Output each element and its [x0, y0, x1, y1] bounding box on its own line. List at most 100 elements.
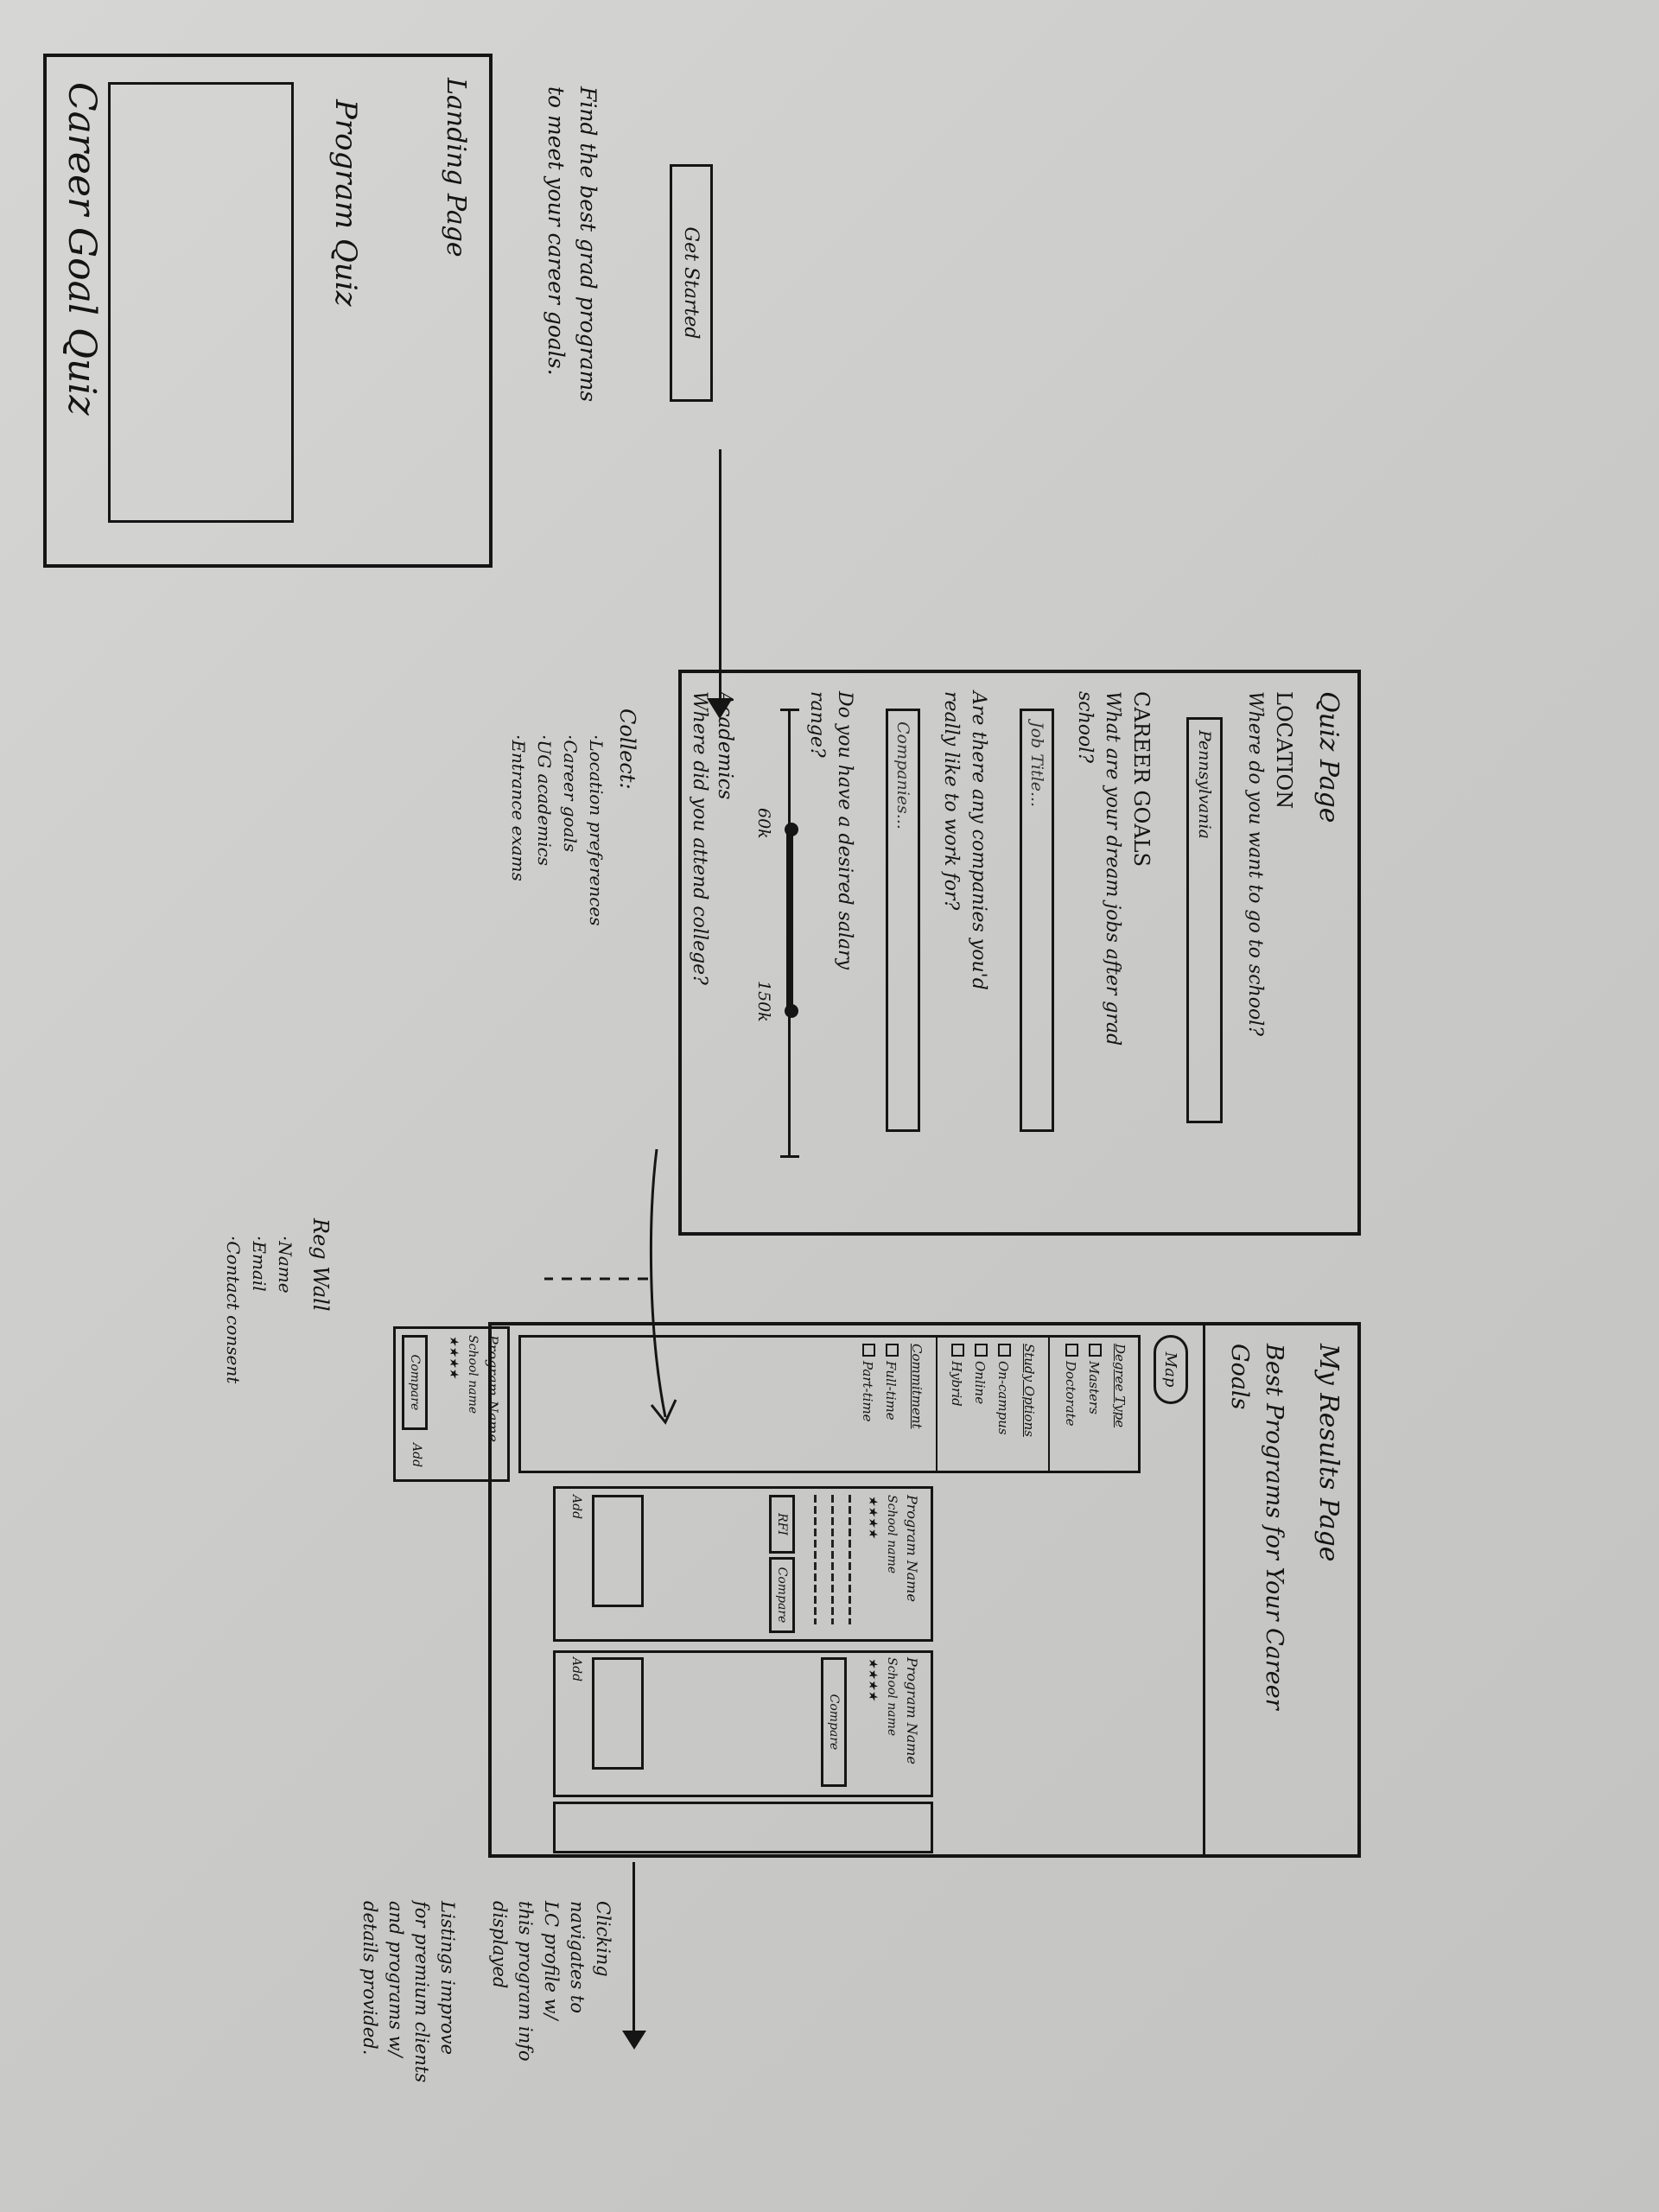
- filter-option-label: Hybrid: [949, 1361, 964, 1407]
- landing-tagline-line1: Find the best grad programs: [575, 86, 601, 403]
- filter-option-part-time[interactable]: Part-time: [860, 1344, 875, 1422]
- reg-wall-heading: Reg Wall: [308, 1218, 333, 1312]
- filter-option-label: Online: [972, 1361, 988, 1405]
- collect-item-academics: ·UG academics: [534, 734, 555, 867]
- filter-option-hybrid[interactable]: Hybrid: [949, 1344, 964, 1407]
- note-clicking-line3: LC profile w/: [541, 1901, 562, 2020]
- checkbox[interactable]: [998, 1344, 1011, 1357]
- arrow-quiz-to-results: [544, 1148, 677, 1425]
- arrow-head: [650, 1399, 677, 1425]
- salary-slider-range: [786, 830, 793, 1011]
- card-2-school-photo: [592, 1657, 644, 1770]
- collect-heading: Collect:: [615, 709, 639, 790]
- academics-question: Where did you attend college?: [689, 691, 710, 985]
- filter-option-on-campus[interactable]: On-campus: [995, 1344, 1011, 1435]
- filter-option-online[interactable]: Online: [972, 1344, 988, 1404]
- checkbox[interactable]: [975, 1344, 988, 1357]
- card-1-add-label[interactable]: Add: [569, 1495, 583, 1520]
- result-card-3-outline: [393, 1326, 510, 1482]
- get-started-button[interactable]: Get Started: [670, 164, 713, 402]
- salary-min-handle[interactable]: [785, 823, 798, 836]
- note-clicking-line2: navigates to: [567, 1901, 588, 2013]
- location-input[interactable]: Pennsylvania: [1186, 717, 1223, 1123]
- collect-item-career: ·Career goals: [560, 734, 581, 853]
- card-2-program-name: Program Name: [904, 1657, 920, 1764]
- arrow-card-to-profile: [632, 1862, 635, 2044]
- card-2-compare-button[interactable]: Compare: [821, 1657, 847, 1787]
- card-2-compare-label: Compare: [827, 1694, 841, 1751]
- card-2-school-name: School name: [885, 1657, 899, 1737]
- location-question: Where do you want to go to school?: [1244, 691, 1266, 1037]
- card-1-description-line: [831, 1495, 834, 1624]
- card-1-compare-button[interactable]: Compare: [769, 1557, 795, 1633]
- reg-wall-item-email: ·Email: [249, 1236, 270, 1292]
- note-listing-line2: for premium clients: [411, 1901, 432, 2083]
- card-1-rating: ★★★★: [866, 1495, 880, 1539]
- checkbox[interactable]: [1065, 1344, 1078, 1357]
- checkbox[interactable]: [951, 1344, 964, 1357]
- job-title-placeholder: Job Title...: [1027, 721, 1046, 808]
- collect-item-location: ·Location preferences: [586, 734, 607, 926]
- card-2-add-label[interactable]: Add: [569, 1657, 583, 1682]
- card-1-rfi-label: RFI: [775, 1513, 789, 1535]
- card-2-rating: ★★★★: [866, 1657, 880, 1701]
- landing-tagline-line2: to meet your career goals.: [543, 86, 569, 376]
- reg-wall-item-name: ·Name: [275, 1236, 296, 1294]
- note-clicking-line5: displayed: [489, 1901, 510, 1989]
- salary-slider-track-left-cap: [780, 709, 799, 711]
- filter-option-label: Full-time: [883, 1361, 899, 1421]
- card-1-description-line: [849, 1495, 851, 1624]
- salary-question-line2: range?: [806, 691, 828, 758]
- note-listing-line1: Listings improve: [437, 1901, 458, 2056]
- card-1-school-photo: [592, 1495, 644, 1607]
- checkbox[interactable]: [1089, 1344, 1102, 1357]
- landing-heading: Program Quiz: [328, 99, 363, 307]
- card-1-description-line: [814, 1495, 817, 1624]
- filter-option-label: Doctorate: [1063, 1361, 1078, 1427]
- map-button-label: Map: [1161, 1351, 1180, 1388]
- filter-commitment-title: Commitment: [909, 1344, 925, 1429]
- collect-item-exams: ·Entrance exams: [508, 734, 529, 881]
- note-clicking-line4: this program info: [515, 1901, 536, 2062]
- filter-divider: [1048, 1335, 1050, 1473]
- filter-option-doctorate[interactable]: Doctorate: [1063, 1344, 1078, 1427]
- salary-max-label: 150k: [754, 981, 773, 1022]
- checkbox[interactable]: [886, 1344, 899, 1357]
- note-listing-line3: and programs w/: [385, 1901, 406, 2057]
- arrow-curve: [649, 1148, 667, 1418]
- card-1-program-name: Program Name: [904, 1495, 920, 1602]
- filter-option-label: Part-time: [860, 1361, 875, 1422]
- companies-question-line1: Are there any companies you'd: [968, 691, 989, 990]
- note-clicking-line1: Clicking: [593, 1901, 613, 1977]
- salary-min-label: 60k: [754, 808, 773, 839]
- result-card-3-visible[interactable]: [553, 1802, 933, 1853]
- checkbox[interactable]: [862, 1344, 875, 1357]
- landing-page-label: Landing Page: [441, 78, 471, 257]
- results-header-divider: [1203, 1322, 1205, 1858]
- results-heading-line2: Goals: [1226, 1344, 1253, 1410]
- landing-hero-image-placeholder: [108, 82, 294, 523]
- filter-study-options-title: Study Options: [1021, 1344, 1037, 1437]
- job-title-input[interactable]: Job Title...: [1020, 709, 1054, 1132]
- map-button[interactable]: Map: [1154, 1335, 1188, 1404]
- card-1-school-name: School name: [885, 1495, 899, 1574]
- filter-divider: [936, 1335, 938, 1473]
- results-page-label: My Results Page: [1313, 1344, 1344, 1562]
- filter-option-masters[interactable]: Masters: [1086, 1344, 1102, 1414]
- companies-question-line2: really like to work for?: [940, 691, 962, 911]
- salary-question-line1: Do you have a desired salary: [834, 691, 855, 970]
- arrowhead-profile: [622, 2031, 646, 2050]
- quiz-page-label: Quiz Page: [1313, 691, 1344, 823]
- location-input-value: Pennsylvania: [1195, 730, 1214, 839]
- salary-max-handle[interactable]: [785, 1004, 798, 1018]
- career-heading: CAREER GOALS: [1129, 691, 1154, 868]
- filter-option-full-time[interactable]: Full-time: [883, 1344, 899, 1421]
- filter-option-label: Masters: [1086, 1361, 1102, 1414]
- career-question-line2: school?: [1074, 691, 1096, 764]
- companies-input[interactable]: Companies...: [886, 709, 920, 1132]
- career-question-line1: What are your dream jobs after grad: [1102, 691, 1123, 1046]
- note-listing-line4: details provided.: [359, 1901, 380, 2056]
- card-1-rfi-button[interactable]: RFI: [769, 1495, 795, 1554]
